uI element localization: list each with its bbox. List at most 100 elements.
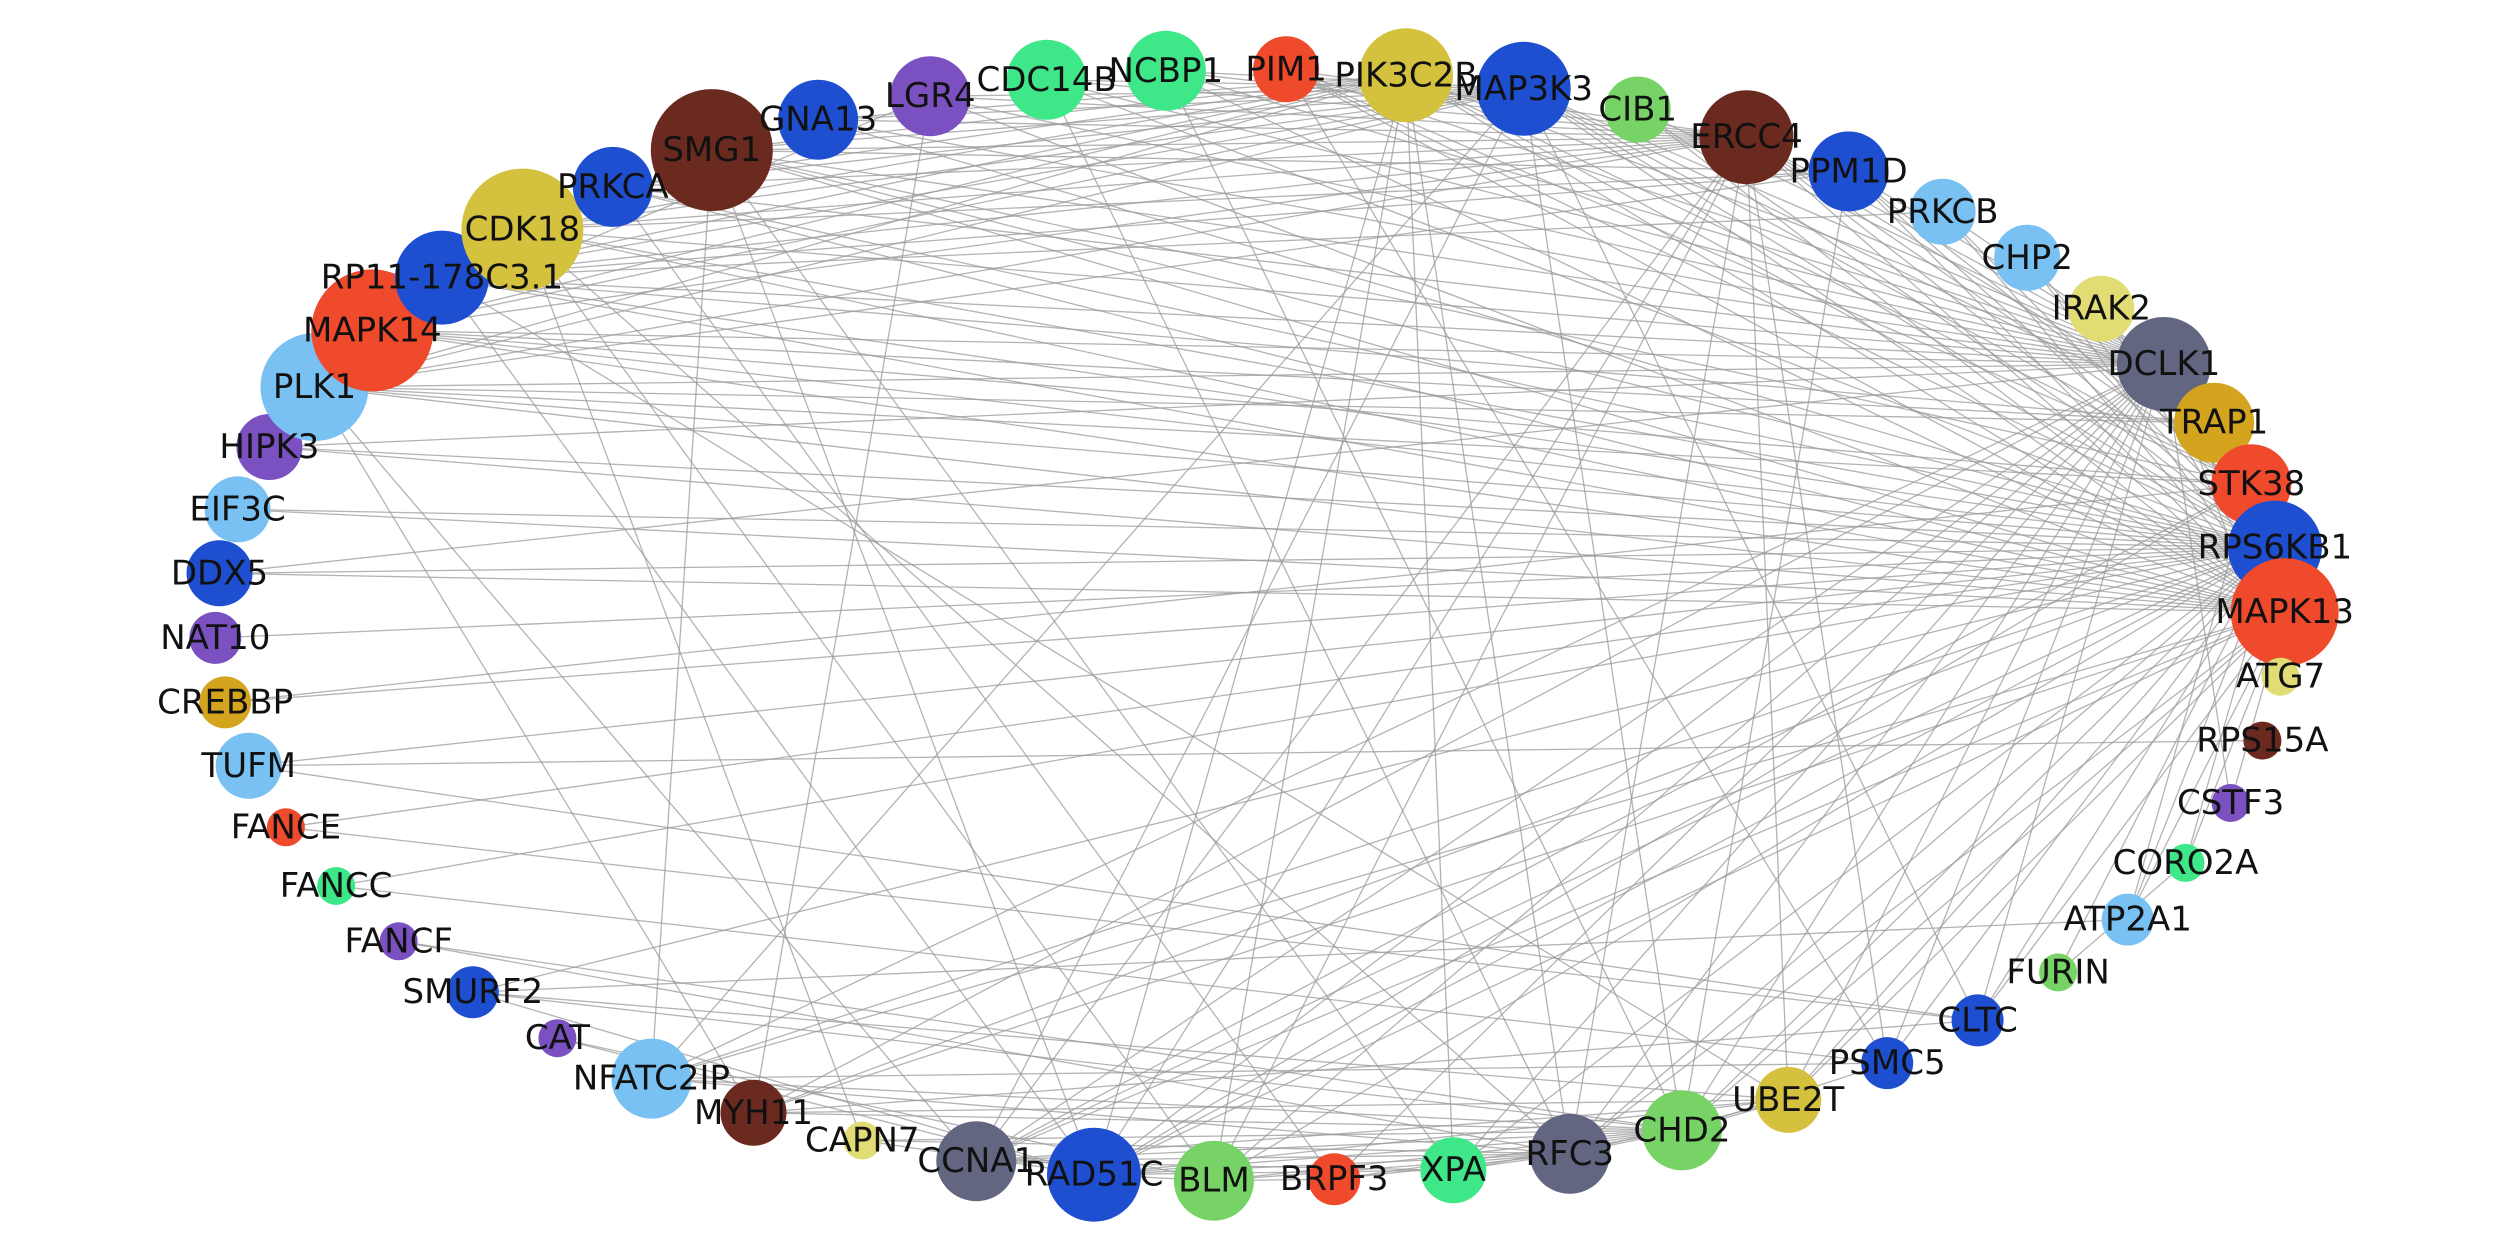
- node-coro2a: [2166, 843, 2205, 882]
- node-map3k3: [1476, 41, 1571, 136]
- edge: [237, 508, 2275, 549]
- edge: [225, 546, 2275, 704]
- node-label: IRAK2: [2052, 289, 2151, 329]
- node-ncbp1: [1125, 30, 1206, 111]
- node-smg1: [650, 89, 773, 212]
- node-furin: [2039, 953, 2078, 992]
- node-label: GNA13: [759, 100, 877, 140]
- edge: [1569, 547, 2276, 1155]
- node-label: STK38: [2197, 464, 2305, 504]
- node-xpa: [1420, 1137, 1487, 1204]
- node-label: LGR4: [885, 76, 976, 116]
- edge: [1848, 170, 2286, 613]
- edge: [314, 88, 1524, 388]
- edge: [441, 277, 1095, 1176]
- node-layer: [186, 28, 2339, 1222]
- node-label: RFC3: [1526, 1134, 1615, 1174]
- edge: [817, 119, 2276, 549]
- node-ercc4: [1699, 90, 1794, 185]
- node-ccna1: [936, 1121, 1017, 1202]
- edge: [472, 991, 1682, 1131]
- edge: [818, 119, 1747, 138]
- node-rad51c: [1047, 1127, 1141, 1222]
- edge: [472, 918, 2128, 993]
- edge: [650, 88, 1525, 1080]
- edge: [975, 483, 2252, 1162]
- node-nfatc2ip: [611, 1038, 692, 1119]
- edge: [1681, 171, 1850, 1131]
- edge: [1453, 547, 2276, 1171]
- node-rfc3: [1529, 1113, 1610, 1194]
- node-rps15a: [2243, 721, 2282, 760]
- node-dclk1: [2116, 317, 2211, 411]
- edge: [612, 186, 2276, 549]
- edge: [1787, 547, 2276, 1101]
- node-label: DCLK1: [2108, 344, 2221, 384]
- node-label: PIM1: [1245, 49, 1327, 89]
- node-fance: [266, 808, 305, 847]
- edge: [1787, 363, 2165, 1101]
- edge: [441, 276, 2285, 613]
- node-label: NFATC2IP: [573, 1059, 730, 1099]
- node-prkcb: [1909, 178, 1976, 245]
- node-lgr4: [890, 56, 971, 137]
- edge: [314, 386, 2252, 485]
- node-atg7: [2261, 657, 2300, 696]
- edge: [1213, 363, 2165, 1182]
- node-label: CDK18: [465, 210, 580, 250]
- node-label: MAPK13: [2215, 592, 2354, 632]
- edge: [976, 611, 2285, 1162]
- node-ppm1d: [1808, 131, 1889, 212]
- edge: [472, 546, 2276, 993]
- node-label: CHD2: [1633, 1110, 1730, 1150]
- edge: [285, 826, 1978, 1022]
- node-capn7: [843, 1121, 882, 1160]
- edge: [314, 386, 2215, 424]
- edge: [975, 136, 1748, 1162]
- node-label: XPA: [1421, 1150, 1486, 1190]
- node-gna13: [778, 79, 859, 160]
- edge: [1523, 88, 2286, 613]
- edge: [441, 276, 2164, 365]
- node-label: RPS15A: [2196, 721, 2328, 761]
- edge: [1569, 611, 2286, 1155]
- node-nat10: [189, 611, 242, 664]
- edge: [248, 765, 1978, 1022]
- edge: [1976, 363, 2165, 1021]
- edge: [651, 546, 2276, 1080]
- node-cib1: [1604, 76, 1671, 143]
- node-smurf2: [446, 966, 499, 1019]
- edge: [753, 1099, 1789, 1114]
- edge: [1977, 547, 2276, 1021]
- edge: [372, 329, 2275, 549]
- node-label: HIPK3: [219, 427, 319, 467]
- node-label: SMURF2: [402, 972, 543, 1012]
- edge: [314, 386, 977, 1162]
- edge: [929, 95, 2285, 613]
- node-cat: [538, 1019, 577, 1058]
- edge: [441, 136, 1747, 279]
- node-pim1: [1253, 36, 1320, 103]
- edge: [975, 363, 2165, 1162]
- edge: [711, 149, 1454, 1171]
- node-label: FURIN: [2006, 952, 2110, 992]
- node-atp2a1: [2101, 893, 2154, 946]
- edge: [269, 363, 2164, 448]
- edge: [398, 940, 1682, 1131]
- node-label: MAP3K3: [1454, 69, 1593, 109]
- edge: [285, 546, 2275, 828]
- edge: [269, 446, 2275, 549]
- node-label: PRKCB: [1887, 192, 1999, 232]
- edge: [651, 363, 2165, 1080]
- edge: [248, 546, 2275, 767]
- edge: [612, 136, 1747, 188]
- edge: [372, 329, 2215, 424]
- node-eif3c: [204, 476, 271, 543]
- edge: [269, 446, 2285, 613]
- edge: [1745, 137, 1888, 1064]
- edge: [1746, 136, 2286, 613]
- edge: [711, 149, 2252, 485]
- node-label: FANCF: [344, 921, 452, 961]
